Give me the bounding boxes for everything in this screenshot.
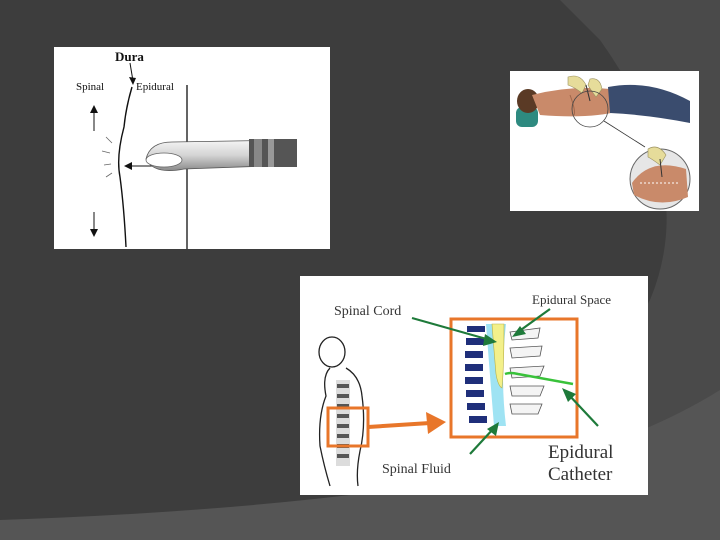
magnified-back-icon (629, 146, 691, 210)
patient-positioning-illustration (510, 71, 699, 211)
epidural-catheter-label: Epidural Catheter (548, 442, 613, 486)
dura-needle-diagram: Dura Spinal Epidural (54, 47, 330, 249)
orange-zoom-arrow (367, 412, 446, 434)
epidural-catheter-label-line2: Catheter (548, 464, 613, 485)
dura-pointer-arrow (129, 77, 136, 85)
epidural-space-label: Epidural Space (532, 292, 612, 307)
dura-membrane-line (117, 86, 133, 248)
epidural-label: Epidural (136, 81, 174, 93)
epidural-catheter-line (504, 371, 574, 386)
spinal-fluid-pointer-arrow (469, 422, 499, 455)
human-silhouette-icon (318, 336, 365, 487)
catheter-pointer-arrow (562, 388, 599, 427)
epidural-space-pointer-arrow (512, 308, 551, 337)
spinal-fluid-label: Spinal Fluid (382, 462, 451, 477)
dura-diagram-drawing (90, 62, 297, 249)
spinal-cord-pointer-arrow (411, 316, 497, 346)
background-bottom-band (0, 390, 720, 540)
small-spine-icon (336, 380, 350, 466)
dura-label: Dura (115, 49, 144, 64)
spinal-label: Spinal (76, 81, 105, 93)
spinal-cord-label: Spinal Cord (334, 304, 402, 319)
arrow-up-icon (90, 105, 98, 131)
spine-diagram-drawing (318, 308, 599, 487)
patient-lying-icon (516, 84, 690, 127)
hands-icon (567, 75, 603, 102)
zoomed-spine-icon (465, 323, 574, 426)
patient-drawing (516, 75, 691, 210)
arrow-down-icon (90, 212, 98, 237)
spine-epidural-catheter-diagram: Spinal Cord Epidural Space Spinal Fluid … (300, 276, 648, 495)
needle-icon (145, 139, 297, 172)
epidural-catheter-label-line1: Epidural (548, 442, 614, 463)
